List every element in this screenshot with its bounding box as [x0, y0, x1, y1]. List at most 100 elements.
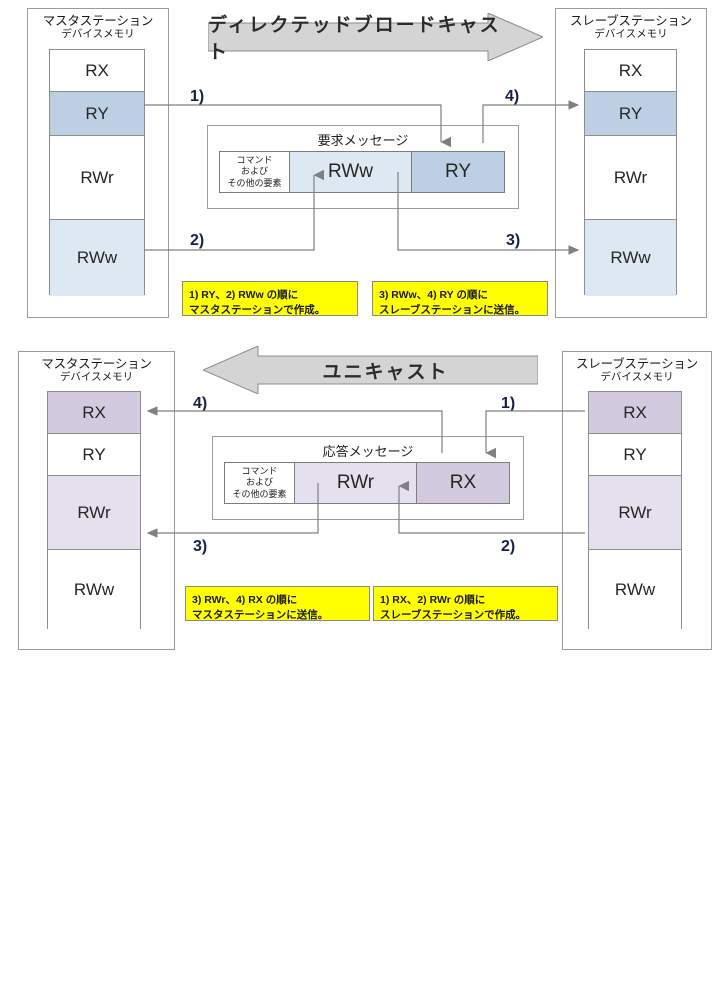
bottom-master-block-rww: RWw [48, 550, 140, 630]
top-request-cell-rww-label: RWw [327, 161, 374, 182]
top-step-label-4: 4) [505, 88, 520, 105]
top-banner-label: ディレクテッドブロードキャスト [208, 15, 501, 63]
bottom-banner-label: ユニキャスト [322, 361, 449, 383]
arrow-right-shape [208, 13, 543, 61]
bottom-master-block-rx: RX [48, 392, 140, 434]
top-request-cell-command-line1: コマンド [236, 155, 273, 166]
bottom-response-cell-command: コマンド および その他の要素 [225, 463, 295, 503]
bottom-step-label-3: 3) [193, 538, 208, 555]
arrow-left-shape [203, 346, 538, 394]
bottom-master-block-rww-label: RWw [73, 580, 115, 599]
bottom-slave-station-title-line2: デバイスメモリ [600, 371, 674, 384]
bottom-response-cell-rwr-label: RWr [336, 472, 375, 493]
top-slave-memory-column: RX RY RWr RWw [584, 49, 677, 296]
top-slave-block-rww: RWw [585, 220, 676, 296]
top-slave-station: スレーブステーション デバイスメモリ RX RY RWr RWw [555, 8, 707, 318]
top-callout-send-line1: 3) RWw、4) RY の順に [379, 289, 488, 301]
bottom-callout-create-line1: 1) RX、2) RWr の順に [380, 594, 486, 606]
bottom-banner-arrow: ユニキャスト [203, 346, 538, 394]
top-slave-station-title-line2: デバイスメモリ [594, 28, 668, 41]
bottom-response-cell-rx-label: RX [449, 472, 477, 493]
top-slave-block-ry: RY [585, 92, 676, 136]
top-master-station: マスタステーション デバイスメモリ RX RY RWr RWw [27, 8, 169, 318]
top-request-message-row: コマンド および その他の要素 RWw RY [219, 151, 505, 193]
bottom-response-message-title: 応答メッセージ [322, 444, 414, 459]
bottom-slave-block-rww-label: RWw [614, 580, 656, 599]
top-slave-block-ry-label: RY [618, 103, 643, 123]
top-master-block-rwr-label: RWr [80, 167, 114, 187]
top-slave-block-rww-label: RWw [610, 248, 651, 267]
bottom-response-message-box: 応答メッセージ コマンド および その他の要素 RWr RX [212, 436, 524, 520]
bottom-response-cell-rx: RX [417, 463, 509, 503]
top-master-memory-column: RX RY RWr RWw [49, 49, 145, 296]
top-callout-create-line2: マスタステーションで作成。 [189, 304, 326, 317]
bottom-slave-block-rwr: RWr [589, 476, 681, 550]
unicast-diagram: マスタステーション デバイスメモリ RX RY RWr RWw スレーブステーシ… [0, 333, 723, 663]
top-callout-send-line2: スレーブステーションに送信。 [379, 304, 526, 317]
top-slave-station-title: スレーブステーション デバイスメモリ [556, 14, 706, 40]
top-callout-send-body: 3) RWw、4) RY の順に スレーブステーションに送信。 [372, 281, 548, 316]
bottom-callout-create-line2: スレーブステーションで作成。 [380, 609, 527, 622]
bottom-master-station-title-line2: デバイスメモリ [59, 371, 134, 384]
bottom-master-block-rwr-label: RWr [77, 502, 111, 522]
bottom-response-message-row: コマンド および その他の要素 RWr RX [224, 462, 510, 504]
bottom-slave-block-rwr-label: RWr [618, 502, 652, 522]
bottom-step-label-4: 4) [193, 395, 208, 412]
bottom-slave-station-title: スレーブステーション デバイスメモリ [563, 357, 711, 383]
bottom-slave-memory-column: RX RY RWr RWw [588, 391, 682, 630]
top-request-cell-ry-label: RY [444, 161, 472, 182]
bottom-slave-block-rx-label: RX [623, 402, 647, 422]
top-request-cell-command-line3: その他の要素 [227, 177, 282, 188]
bottom-callout-create: 1) RX、2) RWr の順に スレーブステーションで作成。 [373, 568, 558, 621]
top-request-cell-ry: RY [412, 152, 504, 192]
bottom-master-station: マスタステーション デバイスメモリ RX RY RWr RWw [18, 351, 175, 650]
bottom-callout-send: 3) RWr、4) RX の順に マスタステーションに送信。 [185, 568, 370, 621]
top-step-label-3: 3) [506, 232, 521, 249]
bottom-callout-send-line2: マスタステーションに送信。 [192, 609, 329, 622]
top-master-station-title: マスタステーション デバイスメモリ [28, 14, 168, 40]
bottom-slave-block-ry: RY [589, 434, 681, 476]
top-callout-send: 3) RWw、4) RY の順に スレーブステーションに送信。 [372, 263, 548, 316]
bottom-master-memory-column: RX RY RWr RWw [47, 391, 141, 630]
top-banner-arrow: ディレクテッドブロードキャスト [208, 13, 543, 63]
top-request-message-box: 要求メッセージ コマンド および その他の要素 RWw RY [207, 125, 519, 209]
bottom-master-block-ry: RY [48, 434, 140, 476]
top-master-block-ry-label: RY [85, 103, 109, 123]
top-slave-block-rx-label: RX [618, 60, 643, 80]
bottom-callout-create-body: 1) RX、2) RWr の順に スレーブステーションで作成。 [373, 586, 558, 621]
top-master-station-title-line2: デバイスメモリ [61, 28, 135, 41]
top-master-block-ry: RY [50, 92, 144, 136]
top-master-block-rww: RWw [50, 220, 144, 296]
top-master-block-rwr: RWr [50, 136, 144, 220]
bottom-step-label-1: 1) [501, 395, 516, 412]
bottom-callout-send-line1: 3) RWr、4) RX の順に [192, 594, 298, 606]
top-master-station-title-line1: マスタステーション [42, 14, 154, 28]
bottom-slave-block-ry-label: RY [623, 444, 647, 464]
top-callout-create-body: 1) RY、2) RWw の順に マスタステーションで作成。 [182, 281, 358, 316]
top-slave-block-rwr-label: RWr [613, 167, 648, 187]
top-request-cell-command: コマンド および その他の要素 [220, 152, 290, 192]
bottom-callout-send-body: 3) RWr、4) RX の順に マスタステーションに送信。 [185, 586, 370, 621]
bottom-response-cell-command-line3: その他の要素 [232, 488, 287, 499]
top-slave-station-title-line1: スレーブステーション [569, 14, 692, 28]
bottom-master-station-title: マスタステーション デバイスメモリ [19, 357, 174, 383]
bottom-response-cell-rwr: RWr [295, 463, 417, 503]
top-request-cell-rww: RWw [290, 152, 412, 192]
top-master-block-rww-label: RWw [76, 248, 118, 267]
bottom-slave-block-rww: RWw [589, 550, 681, 630]
bottom-master-station-title-line1: マスタステーション [41, 357, 152, 371]
bottom-response-cell-command-line2: および [245, 477, 273, 488]
bottom-slave-block-rx: RX [589, 392, 681, 434]
top-step-label-2: 2) [190, 232, 205, 249]
top-step-label-1: 1) [190, 88, 205, 105]
top-callout-create-line1: 1) RY、2) RWw の順に [189, 289, 299, 301]
top-slave-block-rwr: RWr [585, 136, 676, 220]
bottom-master-block-rwr: RWr [48, 476, 140, 550]
bottom-master-block-ry-label: RY [82, 444, 106, 464]
directed-broadcast-diagram: マスタステーション デバイスメモリ RX RY RWr RWw スレーブステーシ… [0, 0, 723, 333]
top-slave-block-rx: RX [585, 50, 676, 92]
top-master-block-rx: RX [50, 50, 144, 92]
top-callout-create: 1) RY、2) RWw の順に マスタステーションで作成。 [182, 263, 358, 316]
bottom-response-cell-command-line1: コマンド [241, 466, 278, 477]
bottom-master-block-rx-label: RX [82, 402, 106, 422]
